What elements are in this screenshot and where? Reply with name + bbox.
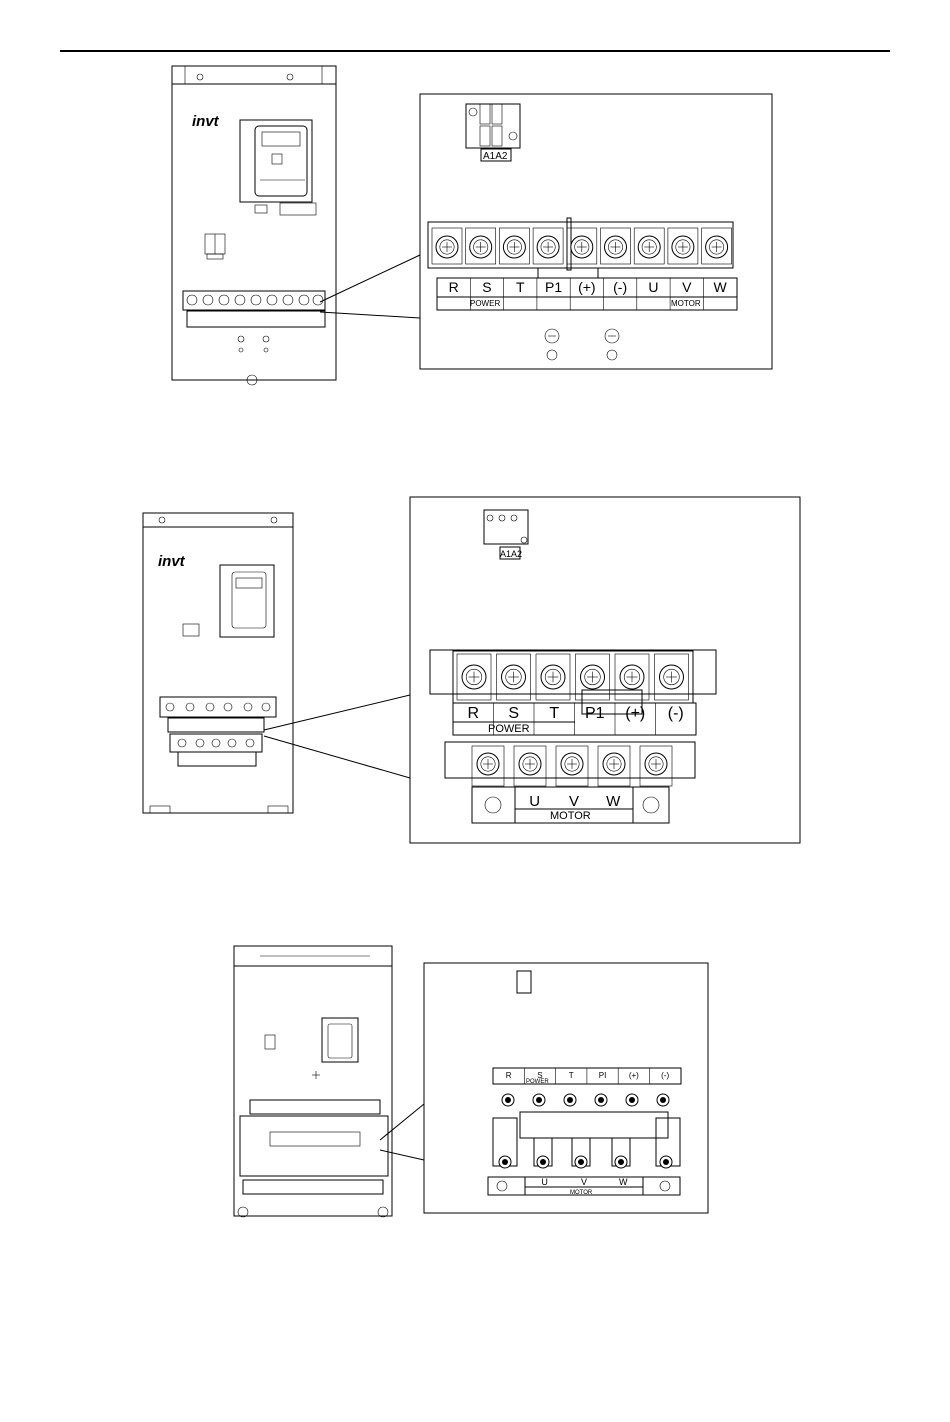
terminal-label-1-3: P1: [545, 279, 562, 295]
terminal-label-3-top-2: T: [569, 1071, 574, 1080]
terminal-label-1-5: (-): [613, 279, 627, 295]
terminal-label-2-bottom-0: U: [529, 793, 540, 810]
terminal-label-1-2: T: [516, 279, 525, 295]
terminal-label-2-bottom-2: W: [606, 793, 621, 810]
power-label-2: POWER: [488, 723, 530, 735]
power-label-1: POWER: [470, 299, 500, 308]
jumper-1: A1A2: [466, 104, 520, 162]
terminal-label-3-top-0: R: [506, 1071, 512, 1080]
drive-unit-1: invt: [172, 66, 336, 385]
brand-logo-1: invt: [192, 113, 220, 130]
terminal-label-3-top-4: (+): [629, 1071, 639, 1080]
terminal-label-2-top-4: (+): [625, 705, 645, 722]
terminal-label-1-0: R: [449, 279, 459, 295]
terminal-label-1-1: S: [482, 279, 491, 295]
terminal-block-2-top: R S T P1 (+) (-) POWER: [430, 650, 716, 735]
terminal-block-3-bottom: U V W MOTOR: [488, 1177, 680, 1196]
terminal-label-2-top-2: T: [549, 705, 559, 722]
power-label-3: POWER: [526, 1079, 549, 1085]
terminal-label-2-bottom-1: V: [569, 793, 579, 810]
terminal-label-1-6: U: [648, 279, 658, 295]
jumper-2: A1A2: [484, 510, 528, 559]
motor-label-3: MOTOR: [570, 1190, 593, 1196]
zoom-panel-1: [420, 94, 772, 369]
terminal-label-2-top-3: P1: [585, 705, 605, 722]
terminal-label-3-bottom-0: U: [541, 1177, 548, 1187]
motor-label-2: MOTOR: [550, 810, 591, 822]
brand-logo-2: invt: [158, 553, 186, 570]
figure-1: invt: [172, 66, 772, 385]
mini-terminals-2: [166, 703, 270, 711]
drive-unit-2: invt: [143, 513, 293, 813]
terminal-block-3-bus: [493, 1112, 680, 1168]
mini-terminals-1: [187, 295, 323, 305]
drive-unit-3: [234, 946, 392, 1217]
terminal-label-3-top-3: PI: [599, 1071, 607, 1080]
terminal-label-2-top-5: (-): [668, 705, 684, 722]
terminal-block-1: R S T P1 (+) (-) U V W POWER MOTOR: [428, 218, 737, 310]
terminal-block-2-bottom: U V W MOTOR: [445, 742, 695, 823]
terminal-label-1-7: V: [682, 279, 692, 295]
terminal-label-2-top-1: S: [508, 705, 519, 722]
jumper-3: [517, 971, 531, 993]
ground-terminals-1: [545, 329, 619, 360]
svg-text:A1A2: A1A2: [483, 151, 508, 162]
terminal-label-2-top-0: R: [467, 705, 479, 722]
terminal-label-3-bottom-1: V: [581, 1177, 587, 1187]
figure-2: invt A1A2: [143, 497, 800, 843]
terminal-label-3-bottom-2: W: [619, 1177, 628, 1187]
motor-label-1: MOTOR: [671, 299, 701, 308]
zoom-panel-3: [424, 963, 708, 1213]
svg-text:A1A2: A1A2: [500, 549, 522, 559]
terminal-label-3-top-5: (-): [661, 1071, 669, 1080]
terminal-label-1-4: (+): [578, 279, 596, 295]
terminal-label-1-8: W: [713, 279, 727, 295]
